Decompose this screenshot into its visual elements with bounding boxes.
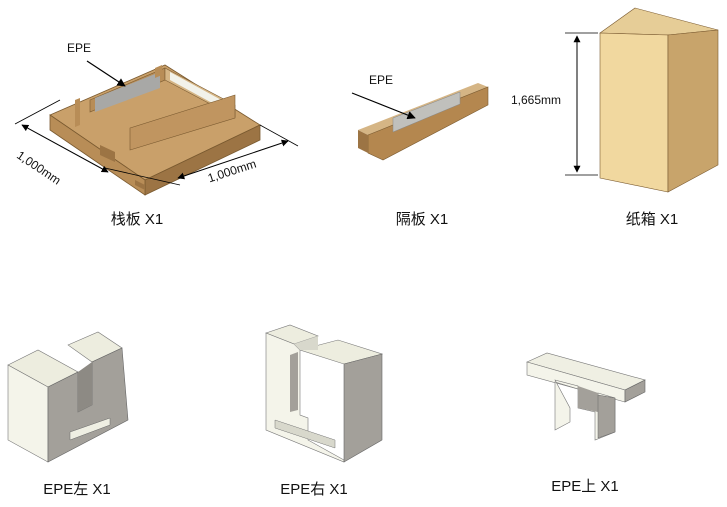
epe-left-drawing	[7, 331, 129, 463]
carton-label: 纸箱 X1	[625, 211, 679, 228]
pallet-epe-arrow	[86, 60, 126, 87]
carton-drawing	[565, 7, 719, 193]
epe-right-label: EPE右 X1	[280, 481, 348, 498]
pallet-dimension-lines	[14, 99, 299, 186]
epe-right-drawing	[265, 324, 384, 463]
epe-top-label: EPE上 X1	[551, 478, 619, 495]
epe-top-drawing	[526, 352, 646, 441]
divider-drawing	[351, 83, 489, 161]
pallet-label: 栈板 X1	[110, 211, 164, 228]
pallet-epe-callout: EPE	[67, 41, 92, 55]
carton-dim-height: 1,665mm	[511, 93, 562, 107]
divider-epe-callout: EPE	[369, 73, 394, 87]
divider-label: 隔板 X1	[395, 211, 449, 228]
epe-left-label: EPE左 X1	[43, 481, 111, 498]
